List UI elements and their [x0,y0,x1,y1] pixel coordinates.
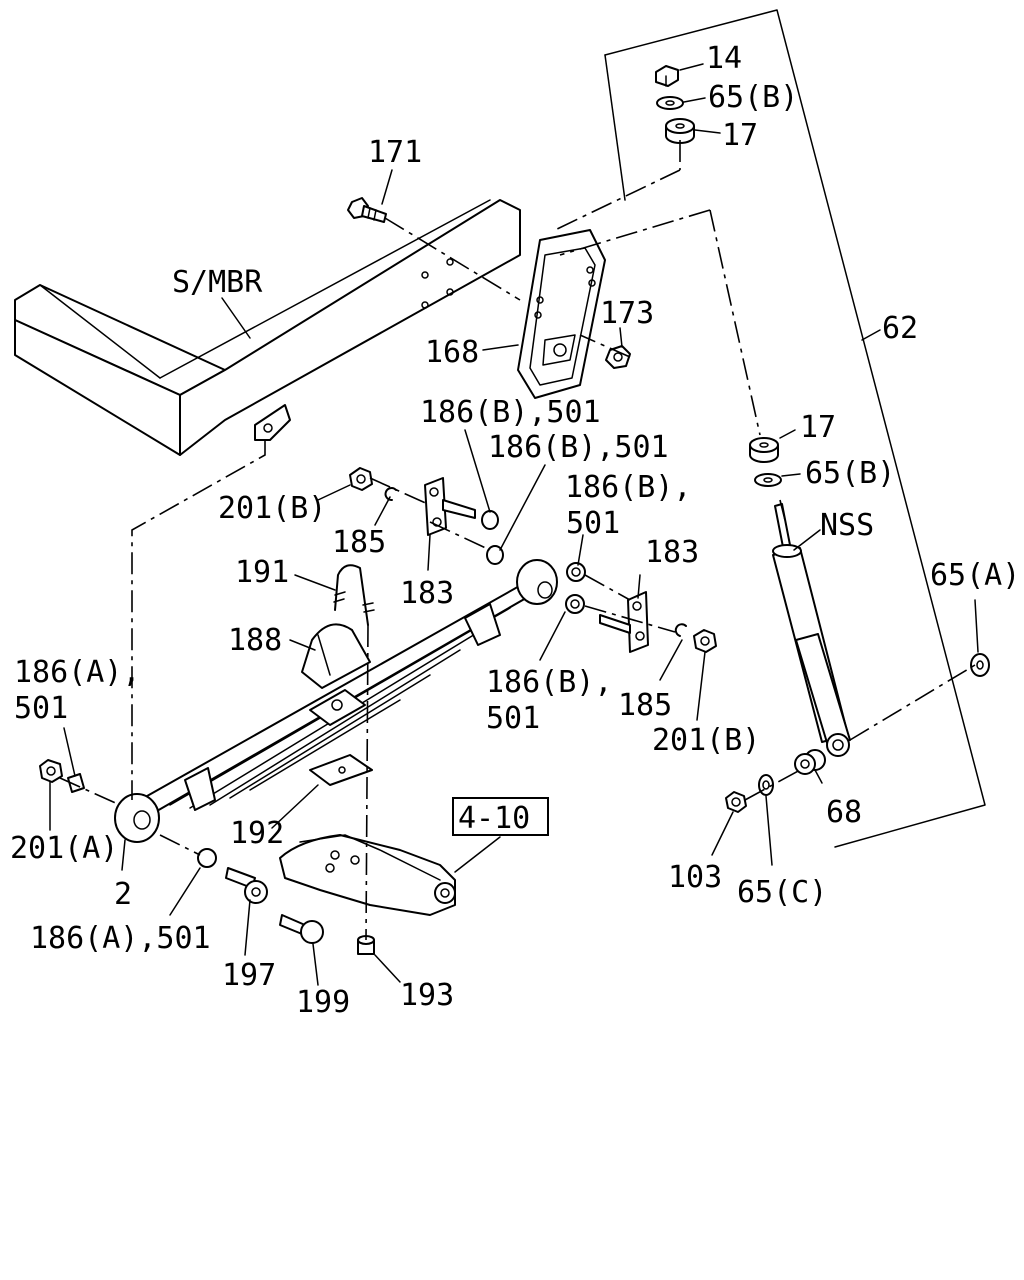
label-193: 193 [400,978,454,1013]
label-185-left: 185 [332,525,386,560]
washer-185-left [384,487,397,501]
label-17-low: 17 [800,410,836,445]
label-171: 171 [368,135,422,170]
label-103: 103 [668,860,722,895]
bushing-186b-3 [566,562,586,582]
label-ref-4-10: 4-10 [458,801,530,836]
bolt-199 [279,914,324,944]
label-501-c2: 501 [566,506,620,541]
label-191: 191 [235,555,289,590]
label-2: 2 [114,877,132,912]
label-65c: 65(C) [737,875,827,910]
washer-65b-top [656,96,684,110]
label-186b-501-b: 186(B),501 [488,430,669,465]
nut-201a [39,759,63,783]
plate-192 [309,754,373,786]
label-65b-top: 65(B) [708,80,798,115]
label-186b-501-a: 186(B),501 [420,395,601,430]
nut-201b-right [693,629,717,653]
label-186b-c1: 186(B), [565,470,691,505]
label-173: 173 [600,296,654,331]
shackle-183-left [424,477,476,536]
label-188: 188 [228,623,282,658]
group-62-frame [604,9,986,848]
washer-185-right [674,623,687,637]
label-501-left: 501 [14,691,68,726]
label-186a-501: 186(A),501 [30,921,211,956]
bushing-68 [794,749,826,775]
nut-201b-left [349,467,373,491]
label-65a: 65(A) [930,558,1020,593]
frame-side-member [14,199,521,456]
ref-box-4-10 [452,797,549,836]
label-183-left: 183 [400,576,454,611]
label-199: 199 [296,985,350,1020]
bushing-186b-4 [565,594,585,614]
label-65b-low: 65(B) [805,456,895,491]
label-168: 168 [425,335,479,370]
label-nss: NSS [820,508,874,543]
label-501-d2: 501 [486,701,540,736]
label-68: 68 [826,795,862,830]
bushing-186a-top [67,773,85,793]
leaf-spring-2 [114,559,558,843]
shock-bracket-168 [517,229,606,399]
bushing-186a-bottom [197,848,217,868]
spring-seat-bracket [279,834,456,916]
label-frame-smbr: S/MBR [172,265,263,300]
nut-173 [605,345,631,369]
bushing-17-low [749,437,779,463]
label-14: 14 [706,41,742,76]
alignment-lines [59,140,976,941]
leader-lines [49,63,979,986]
u-bolt-191 [333,564,375,626]
spring-seat-188 [301,623,371,689]
shock-absorber-nss [772,503,851,757]
nut-14 [655,65,679,87]
bolt-171 [347,197,387,223]
bushing-17-top [665,118,695,144]
label-183-right: 183 [645,535,699,570]
label-186b-d1: 186(B), [486,665,612,700]
bushing-186b-1 [481,510,499,530]
label-185-right: 185 [618,688,672,723]
washer-65a [970,653,990,677]
label-17-top: 17 [722,118,758,153]
label-62: 62 [882,311,918,346]
nut-103 [725,791,747,813]
label-201b-right: 201(B) [652,723,760,758]
pin-197 [225,867,268,904]
washer-65b-low [754,473,782,487]
bushing-186b-2 [486,545,504,565]
label-201a: 201(A) [10,831,118,866]
label-192: 192 [230,816,284,851]
label-197: 197 [222,958,276,993]
label-186a-1: 186(A), [14,655,140,690]
label-201b-left: 201(B) [218,491,326,526]
